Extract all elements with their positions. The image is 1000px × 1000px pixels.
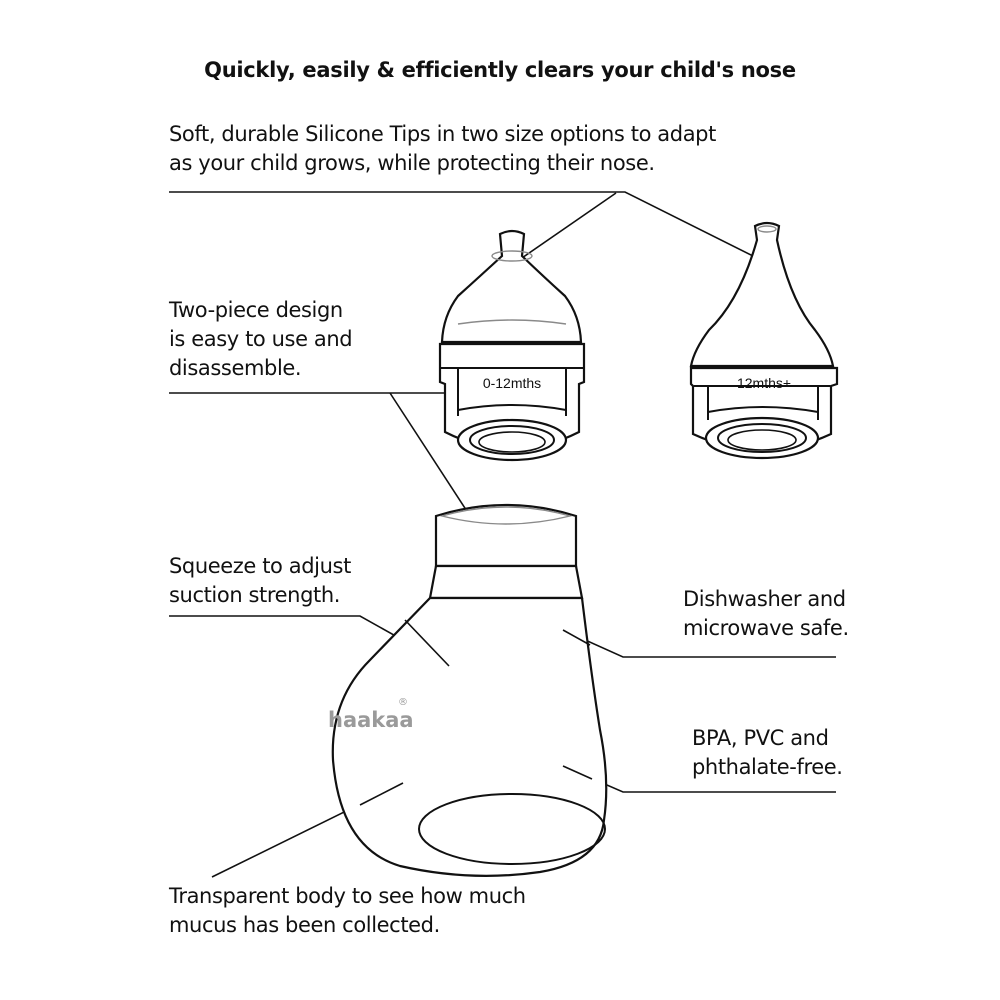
callout-silicone-tips: Soft, durable Silicone Tips in two size … <box>169 120 716 178</box>
callout-line: Soft, durable Silicone Tips in two size … <box>169 122 716 146</box>
silicone-tip-large-icon: 12mths+ <box>689 221 839 460</box>
leader-tips-small <box>518 192 617 261</box>
callout-line: phthalate-free. <box>692 755 843 779</box>
leader-two-piece-body <box>389 392 475 523</box>
callout-line: mucus has been collected. <box>169 913 440 937</box>
callout-line: suction strength. <box>169 583 341 607</box>
callout-line: Transparent body to see how much <box>169 884 526 908</box>
callout-line: Dishwasher and <box>683 587 846 611</box>
callout-line: Squeeze to adjust <box>169 554 351 578</box>
callout-line: BPA, PVC and <box>692 726 829 750</box>
callout-two-piece-design: Two-piece design is easy to use and disa… <box>169 296 353 383</box>
callout-transparent-body: Transparent body to see how much mucus h… <box>169 882 526 940</box>
callout-line: Two-piece design <box>169 298 343 322</box>
leader-tips <box>169 191 766 263</box>
callout-line: microwave safe. <box>683 616 849 640</box>
callout-line: as your child grows, while protecting th… <box>169 151 655 175</box>
silicone-tip-small-icon: 0-12mths <box>438 229 586 462</box>
callout-line: is easy to use and <box>169 327 353 351</box>
tip-size-small-label: 0-12mths <box>483 375 541 391</box>
callout-squeeze: Squeeze to adjust suction strength. <box>169 552 351 610</box>
page-title: Quickly, easily & efficiently clears you… <box>204 58 796 82</box>
callout-bpa-free: BPA, PVC and phthalate-free. <box>692 724 843 782</box>
callout-line: disassemble. <box>169 356 302 380</box>
tip-size-large-label: 12mths+ <box>737 375 791 391</box>
leader-tips-over <box>359 619 593 806</box>
callout-dishwasher-safe: Dishwasher and microwave safe. <box>683 585 849 643</box>
aspirator-bulb-icon: haakaa ® <box>328 503 608 877</box>
brand-registered-mark: ® <box>398 697 408 708</box>
leader-dishwasher <box>562 629 836 658</box>
brand-logo: haakaa <box>328 708 414 732</box>
